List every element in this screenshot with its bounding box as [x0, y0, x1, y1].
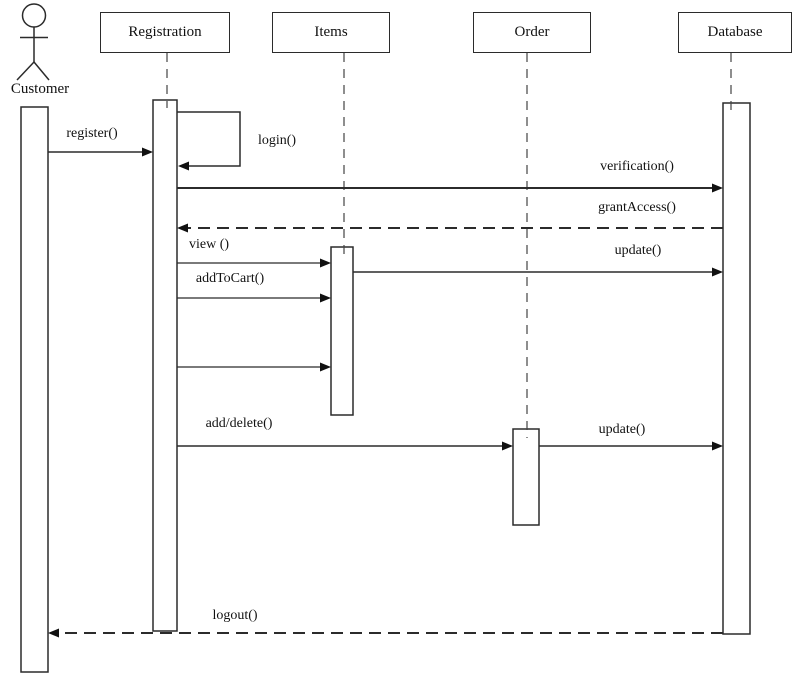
- activation-bar-items: [330, 246, 354, 416]
- message-arrow-update-items: [353, 267, 723, 277]
- message-arrow-update-order: [539, 441, 723, 451]
- message-label-update-order: update(): [598, 422, 646, 437]
- actor-customer-icon: [16, 3, 50, 81]
- lifeline-label-database: Database: [707, 24, 763, 40]
- lifeline-head-registration: Registration: [100, 12, 230, 53]
- lifeline-label-registration: Registration: [128, 24, 202, 40]
- message-label-login: login(): [257, 133, 297, 148]
- activation-bar-order: [512, 428, 540, 526]
- message-arrow-login-self: [177, 111, 241, 171]
- message-label-add-delete: add/delete(): [205, 416, 273, 431]
- message-label-update-items: update(): [614, 243, 662, 258]
- message-label-grantaccess: grantAccess(): [598, 200, 676, 215]
- lifeline-label-order: Order: [514, 24, 550, 40]
- message-label-logout: logout(): [212, 608, 258, 623]
- lifeline-head-order: Order: [473, 12, 591, 53]
- lifeline-head-database: Database: [678, 12, 792, 53]
- message-label-view: view (): [188, 237, 230, 252]
- activation-bar-registration: [152, 99, 178, 632]
- message-label-addtocart: addToCart(): [195, 271, 265, 286]
- lifeline-label-items: Items: [314, 24, 348, 40]
- message-arrow-grantaccess: [177, 223, 723, 233]
- actor-label-customer: Customer: [10, 81, 70, 97]
- message-arrow-unlabeled: [177, 362, 331, 372]
- message-label-register: register(): [66, 126, 118, 141]
- activation-bar-customer: [20, 106, 49, 673]
- lifeline-head-items: Items: [272, 12, 390, 53]
- message-arrow-verification: [177, 183, 723, 193]
- message-arrow-register: [48, 147, 153, 157]
- message-arrow-addtocart: [177, 293, 331, 303]
- message-arrow-add-delete: [177, 441, 513, 451]
- message-arrow-logout: [48, 628, 723, 638]
- message-arrow-view: [177, 258, 331, 268]
- message-label-verification: verification(): [600, 159, 674, 174]
- activation-bar-database: [722, 102, 751, 635]
